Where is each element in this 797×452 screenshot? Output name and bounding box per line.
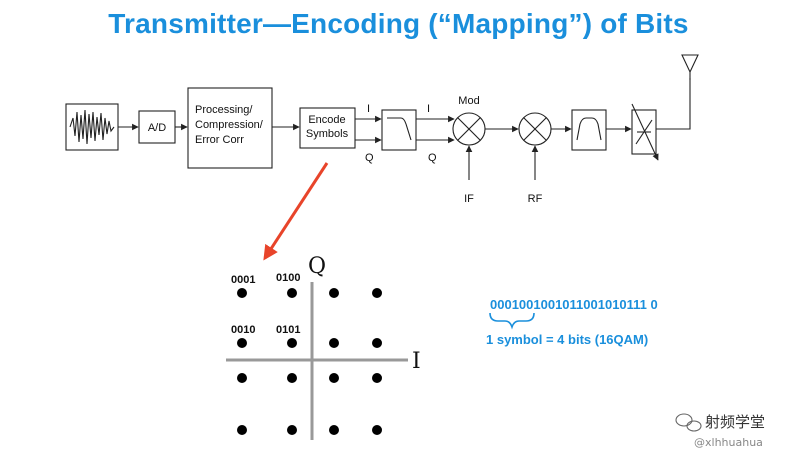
label-if: IF (464, 193, 474, 205)
mod-mixer (452, 112, 486, 146)
constellation-point (287, 338, 297, 348)
constellation-point (372, 373, 382, 383)
label-i-out: I (427, 103, 430, 115)
label-mod: Mod (458, 95, 479, 107)
bandpass-filter-block (571, 109, 607, 151)
encode-label-1: Encode (308, 114, 345, 126)
constellation-point (237, 288, 247, 298)
constellation-point (329, 373, 339, 383)
watermark-handle: @xlhhuahua (694, 436, 763, 449)
label-i-in: I (367, 103, 370, 115)
input-signal-block (65, 103, 119, 151)
q-axis-label: Q (308, 254, 326, 279)
encode-label-2: Symbols (306, 128, 349, 140)
watermark-name: 射频学堂 (705, 413, 765, 431)
adc-block: A/D (138, 110, 176, 144)
wire-to-antenna (656, 78, 691, 130)
constellation-point (287, 425, 297, 435)
constellation-point (287, 373, 297, 383)
adc-label: A/D (148, 122, 166, 134)
bitstream-text: 0001001001011001010111 0 (490, 297, 658, 312)
page-title: Transmitter—Encoding (“Mapping”) of Bits (108, 8, 689, 39)
symbol-label-0100: 0100 (276, 272, 300, 284)
constellation-point (329, 425, 339, 435)
constellation-point (287, 288, 297, 298)
processing-label-3: Error Corr (195, 134, 244, 146)
processing-label-2: Compression/ (195, 119, 264, 131)
constellation-point (329, 288, 339, 298)
label-q-out: Q (428, 152, 437, 164)
symbol-label-0101: 0101 (276, 324, 300, 336)
lowpass-filter-block (381, 109, 417, 151)
watermark: 射频学堂 @xlhhuahua (675, 413, 765, 449)
symbol-brace (489, 312, 535, 330)
constellation-point (237, 425, 247, 435)
variable-amplifier-block (631, 103, 659, 161)
encode-to-constellation-arrow (263, 162, 329, 261)
encode-symbols-block: Encode Symbols (299, 107, 356, 149)
label-q-in: Q (365, 152, 374, 164)
constellation-point (237, 373, 247, 383)
constellation-point (372, 288, 382, 298)
constellation-point (372, 425, 382, 435)
constellation-point (372, 338, 382, 348)
symbol-label-0001: 0001 (231, 274, 255, 286)
constellation-point (329, 338, 339, 348)
wechat-icon (675, 413, 702, 432)
label-rf: RF (528, 193, 543, 205)
constellation-point (237, 338, 247, 348)
processing-block: Processing/ Compression/ Error Corr (187, 87, 273, 169)
antenna-icon (681, 54, 699, 80)
symbol-note: 1 symbol = 4 bits (16QAM) (486, 332, 648, 347)
symbol-label-0010: 0010 (231, 324, 255, 336)
processing-label-1: Processing/ (195, 104, 253, 116)
constellation-points (237, 288, 382, 435)
i-axis-label: I (412, 349, 421, 374)
rf-mixer (518, 112, 552, 146)
